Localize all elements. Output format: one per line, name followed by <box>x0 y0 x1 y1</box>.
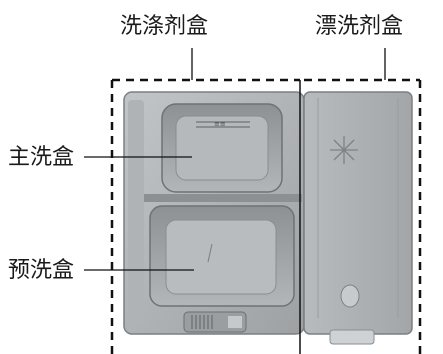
rinse-aid-dispenser <box>303 91 413 345</box>
rinse-aid-box-label: 漂洗剂盒 <box>315 14 404 39</box>
rinse-sparkle-icon <box>330 136 358 164</box>
rinse-cap <box>340 284 360 308</box>
prewash-box-label: 预洗盒 <box>8 258 75 283</box>
main-wash-box-label: 主洗盒 <box>8 145 75 170</box>
detergent-box-label: 洗涤剂盒 <box>120 14 209 39</box>
detergent-dispenser: ≡≡ <box>123 91 305 335</box>
detergent-box-outline <box>110 78 300 354</box>
svg-text:≡≡: ≡≡ <box>214 120 226 128</box>
rinse-box-outline <box>304 78 422 354</box>
